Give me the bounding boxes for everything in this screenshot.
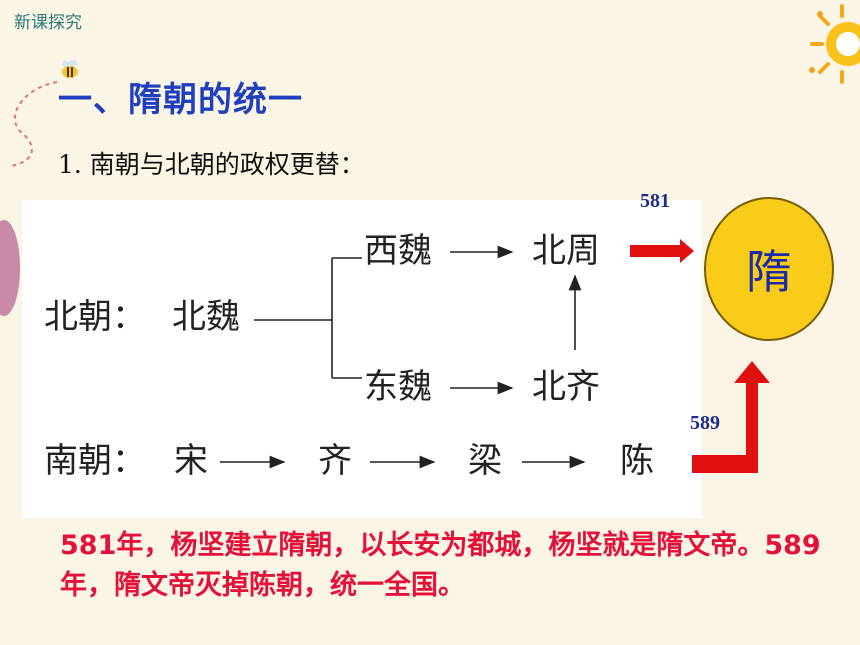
bee-icon xyxy=(62,60,78,78)
unification-arrows xyxy=(630,239,770,473)
node-liang: 梁 xyxy=(468,441,502,481)
node-qi: 齐 xyxy=(318,441,352,481)
sui-dynasty-label: 隋 xyxy=(746,245,792,299)
node-chen: 陈 xyxy=(620,441,654,481)
year-label-north: 581 xyxy=(640,190,670,212)
connector-lines xyxy=(220,245,586,469)
node-song: 宋 xyxy=(174,441,208,481)
node-dong-wei: 东魏 xyxy=(364,367,432,407)
north-dynasties-label: 北朝： xyxy=(44,297,146,337)
section-label: 新课探究 xyxy=(14,13,82,33)
node-xi-wei: 西魏 xyxy=(364,231,432,271)
node-bei-zhou: 北周 xyxy=(532,231,600,271)
node-bei-qi: 北齐 xyxy=(532,367,600,407)
summary-text: 581年，杨坚建立隋朝，以长安为都城，杨坚就是隋文帝。589年，隋文帝灭掉陈朝，… xyxy=(60,530,821,601)
south-dynasties-label: 南朝： xyxy=(44,441,146,481)
decorative-oval xyxy=(0,220,20,316)
dynasty-diagram: 北朝： 北魏 西魏 东魏 北周 北齐 南朝： 宋 齐 梁 陈 xyxy=(22,200,702,518)
year-label-south: 589 xyxy=(690,412,720,434)
sun-icon xyxy=(809,4,860,84)
red-arrow-north xyxy=(630,239,694,263)
decorative-dotted-loop xyxy=(9,81,58,167)
sui-dynasty-circle: 隋 xyxy=(704,197,834,341)
red-arrow-south xyxy=(692,361,770,473)
subtitle: 1. 南朝与北朝的政权更替： xyxy=(58,150,365,179)
node-bei-wei: 北魏 xyxy=(172,297,240,337)
page-title: 一、隋朝的统一 xyxy=(58,80,303,120)
